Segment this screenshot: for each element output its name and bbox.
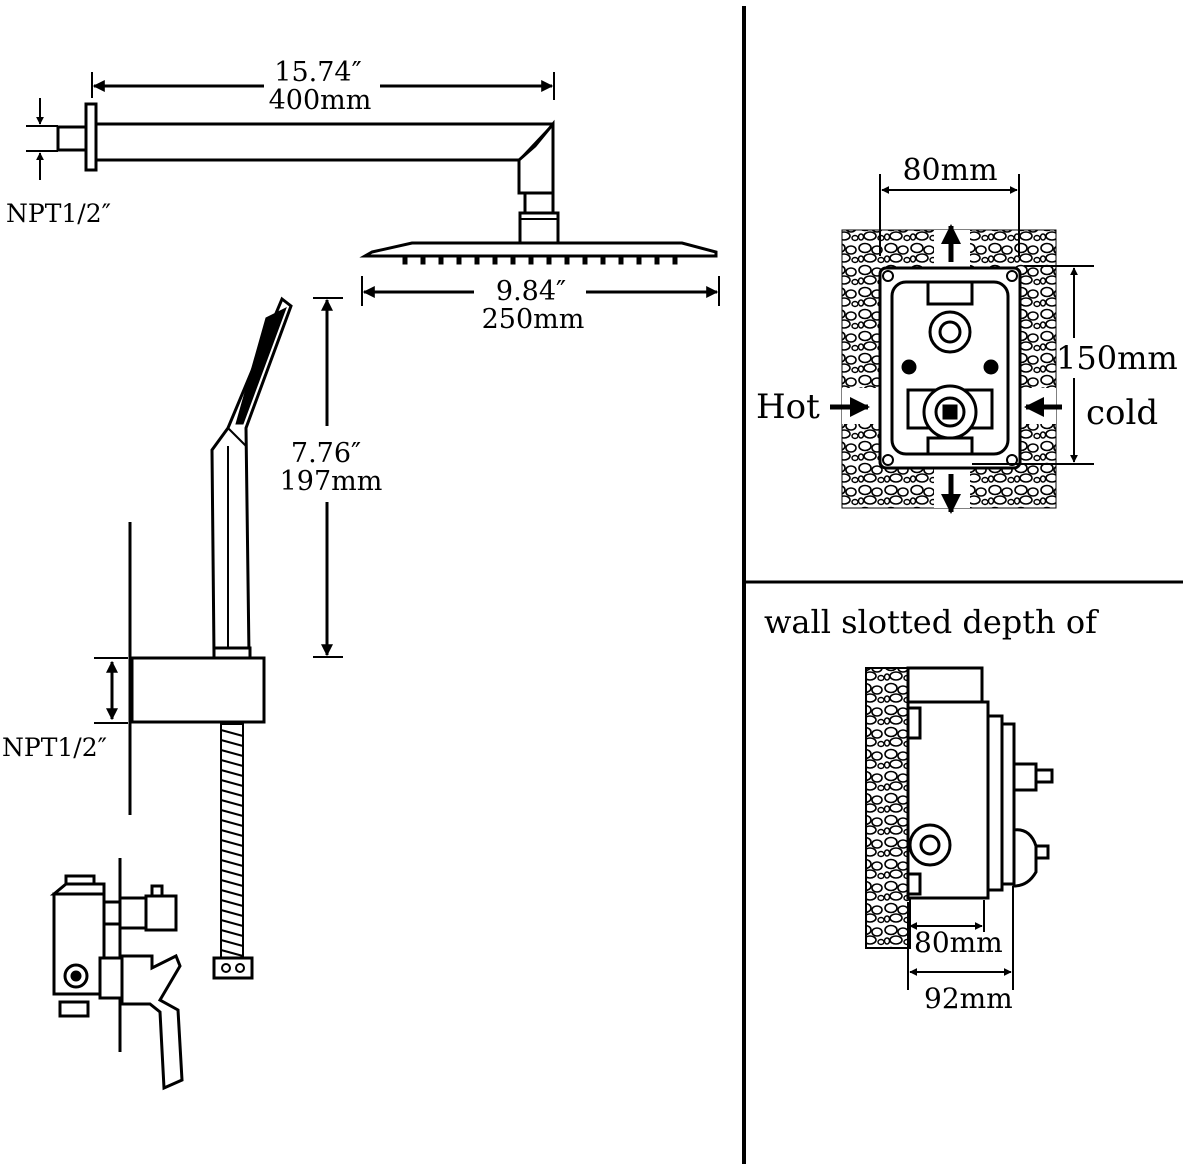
shower-arm	[56, 102, 560, 246]
head-nozzles	[402, 255, 678, 265]
bracket-elbow	[130, 656, 266, 724]
hand-shower-thread-label: NPT1/2″	[2, 733, 107, 762]
box-width-label: 80mm	[902, 153, 997, 188]
arm-thread-label: NPT1/2″	[6, 199, 111, 228]
arm-length-in: 15.74″	[274, 57, 361, 88]
valve-lever-handle	[120, 953, 184, 1091]
cold-label: cold	[1086, 393, 1158, 433]
wall-bracket: NPT1/2″	[2, 522, 266, 815]
hand-shower-length-mm: 197mm	[280, 466, 383, 497]
wall-stone-side	[865, 667, 911, 949]
arm-drop	[523, 191, 555, 215]
box-height-label: 150mm	[1056, 339, 1178, 377]
arm-thread	[56, 125, 88, 152]
hose-nut	[212, 956, 254, 980]
valve-box-front: Hot cold 80mm 150mm	[756, 153, 1178, 514]
mixer-valve-assembly	[49, 858, 184, 1091]
panel-dividers	[742, 6, 1183, 1164]
arm-length-mm: 400mm	[269, 85, 372, 116]
valve-box-side: wall slotted depth of 80mm 92mm	[764, 603, 1099, 1015]
head-width-mm: 250mm	[482, 304, 585, 335]
arm-elbow	[517, 119, 555, 195]
valve-outlet	[144, 894, 178, 932]
head-plate	[359, 241, 718, 258]
hand-shower-length-in: 7.76″	[291, 438, 361, 469]
hand-shower-spray-face	[235, 306, 287, 425]
side-view-title: wall slotted depth of	[764, 603, 1099, 641]
hot-label: Hot	[756, 387, 820, 427]
head-width-in: 9.84″	[496, 276, 566, 307]
head-width-dimension: 9.84″ 250mm	[361, 276, 720, 335]
arm-thread-dimension: NPT1/2″	[6, 98, 111, 228]
rain-shower-head	[359, 241, 718, 265]
hand-shower-length-dimension: 7.76″ 197mm	[280, 297, 383, 658]
side-box-flange	[1000, 722, 1016, 886]
arm-length-dimension: 15.74″ 400mm	[91, 57, 555, 116]
depth-max-label: 92mm	[924, 982, 1013, 1015]
head-connector	[518, 211, 560, 246]
arm-tube	[94, 122, 555, 162]
depth-min-label: 80mm	[914, 926, 1003, 959]
shower-hose	[212, 723, 254, 980]
